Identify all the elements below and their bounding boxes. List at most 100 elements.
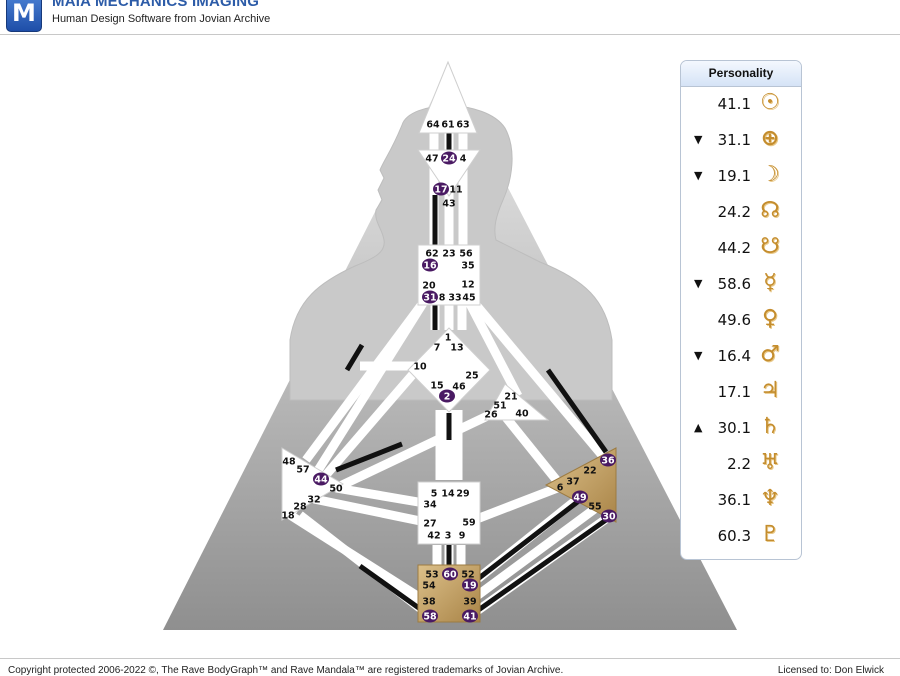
activation-value: 17.1 xyxy=(717,383,751,401)
gate-19[interactable]: 19 xyxy=(463,581,476,592)
personality-row[interactable]: 2.2♅ xyxy=(681,447,801,483)
personality-row[interactable]: 17.1 ♃ xyxy=(681,375,801,411)
gate-1[interactable]: 1 xyxy=(445,333,452,344)
gate-42[interactable]: 42 xyxy=(427,531,440,542)
gate-53[interactable]: 53 xyxy=(425,570,438,581)
gate-22[interactable]: 22 xyxy=(583,466,596,477)
personality-row[interactable]: ▼58.6☿ xyxy=(681,267,801,303)
gate-62[interactable]: 62 xyxy=(425,249,438,260)
gate-16[interactable]: 16 xyxy=(423,261,437,272)
personality-row[interactable]: 41.1☉ xyxy=(681,87,801,123)
gate-35[interactable]: 35 xyxy=(461,261,474,272)
gate-2[interactable]: 2 xyxy=(444,392,451,403)
active-channels xyxy=(335,132,609,619)
neptune-icon: ♆ xyxy=(760,486,780,511)
personality-row[interactable]: ▲30.1♄ xyxy=(681,411,801,447)
gate-15[interactable]: 15 xyxy=(430,381,443,392)
gate-9[interactable]: 9 xyxy=(459,531,466,542)
gate-11[interactable]: 11 xyxy=(449,185,462,196)
gate-56[interactable]: 56 xyxy=(459,249,473,260)
active-gate-marker xyxy=(439,389,455,403)
activation-value: 60.3 xyxy=(717,527,751,545)
gate-10[interactable]: 10 xyxy=(413,362,427,373)
gate-43[interactable]: 43 xyxy=(442,199,455,210)
personality-row[interactable]: 24.2☊ xyxy=(681,195,801,231)
gate-59[interactable]: 59 xyxy=(462,518,475,529)
heart-center xyxy=(484,383,550,421)
gate-20[interactable]: 20 xyxy=(422,281,436,292)
gate-38[interactable]: 38 xyxy=(422,597,436,608)
gate-4[interactable]: 4 xyxy=(460,154,467,165)
gate-18[interactable]: 18 xyxy=(281,511,295,522)
gate-64[interactable]: 64 xyxy=(426,120,440,131)
gate-5[interactable]: 5 xyxy=(431,489,438,500)
personality-row[interactable]: ▼19.1☽ xyxy=(681,159,801,195)
sacral-center xyxy=(417,481,481,545)
personality-row[interactable]: 44.2☋ xyxy=(681,231,801,267)
gate-14[interactable]: 14 xyxy=(441,489,455,500)
gate-13[interactable]: 13 xyxy=(450,343,463,354)
gate-6[interactable]: 6 xyxy=(557,483,564,494)
gate-23[interactable]: 23 xyxy=(442,249,455,260)
gate-21[interactable]: 21 xyxy=(504,392,517,403)
personality-row[interactable]: ▼31.1⊕ xyxy=(681,123,801,159)
brand-title: MAIA MECHANICS IMAGING xyxy=(52,0,260,10)
mars-icon: ♂ xyxy=(760,342,780,367)
gate-57[interactable]: 57 xyxy=(296,465,309,476)
gate-17[interactable]: 17 xyxy=(434,185,447,196)
gate-31[interactable]: 31 xyxy=(423,293,436,304)
gate-12[interactable]: 12 xyxy=(461,280,474,291)
gate-29[interactable]: 29 xyxy=(456,489,469,500)
gate-47[interactable]: 47 xyxy=(425,154,438,165)
activation-value: 58.6 xyxy=(717,275,751,293)
gate-40[interactable]: 40 xyxy=(515,409,529,420)
gate-45[interactable]: 45 xyxy=(462,293,475,304)
personality-row[interactable]: 49.6♀ xyxy=(681,303,801,339)
personality-row[interactable]: ▼16.4♂ xyxy=(681,339,801,375)
gate-58[interactable]: 58 xyxy=(423,612,437,623)
fixing-arrow-icon: ▼ xyxy=(694,133,703,146)
gate-55[interactable]: 55 xyxy=(588,502,601,513)
gate-41[interactable]: 41 xyxy=(463,612,476,623)
active-gate-marker xyxy=(442,567,458,581)
gate-26[interactable]: 26 xyxy=(484,410,498,421)
gate-50[interactable]: 50 xyxy=(329,484,343,495)
gate-48[interactable]: 48 xyxy=(282,457,296,468)
active-gate-marker xyxy=(600,453,616,467)
spleen-center xyxy=(281,447,344,521)
gate-30[interactable]: 30 xyxy=(602,512,616,523)
gate-36[interactable]: 36 xyxy=(601,456,615,467)
gate-28[interactable]: 28 xyxy=(293,502,307,513)
gate-49[interactable]: 49 xyxy=(573,493,586,504)
jupiter-icon: ♃ xyxy=(760,378,780,403)
personality-row[interactable]: 60.3♇ xyxy=(681,519,801,555)
gate-63[interactable]: 63 xyxy=(456,120,469,131)
gate-32[interactable]: 32 xyxy=(307,495,320,506)
gate-7[interactable]: 7 xyxy=(434,343,441,354)
gate-51[interactable]: 51 xyxy=(493,401,506,412)
gate-8[interactable]: 8 xyxy=(439,293,446,304)
gate-34[interactable]: 34 xyxy=(423,500,437,511)
activation-value: 16.4 xyxy=(717,347,751,365)
ajna-center xyxy=(417,149,481,197)
gate-37[interactable]: 37 xyxy=(566,477,579,488)
activation-value: 30.1 xyxy=(717,419,751,437)
gate-52[interactable]: 52 xyxy=(461,570,474,581)
personality-header[interactable]: Personality xyxy=(681,61,801,87)
gate-24[interactable]: 24 xyxy=(442,154,456,165)
gate-33[interactable]: 33 xyxy=(448,293,461,304)
gate-39[interactable]: 39 xyxy=(463,597,476,608)
gate-44[interactable]: 44 xyxy=(314,475,328,486)
gate-46[interactable]: 46 xyxy=(452,382,466,393)
activation-value: 41.1 xyxy=(717,95,751,113)
gate-60[interactable]: 60 xyxy=(443,570,457,581)
gate-25[interactable]: 25 xyxy=(465,371,478,382)
gate-27[interactable]: 27 xyxy=(423,519,436,530)
gate-54[interactable]: 54 xyxy=(422,581,436,592)
activation-value: 44.2 xyxy=(717,239,751,257)
app-header: M MAIA MECHANICS IMAGING Human Design So… xyxy=(0,0,900,35)
personality-row[interactable]: 36.1♆ xyxy=(681,483,801,519)
gate-3[interactable]: 3 xyxy=(445,531,452,542)
gate-61[interactable]: 61 xyxy=(441,120,454,131)
